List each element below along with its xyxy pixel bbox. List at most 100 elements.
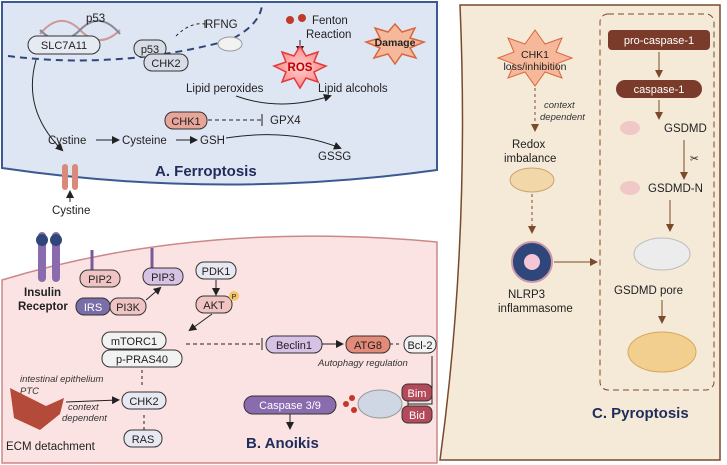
bim-label: Bim: [408, 388, 427, 400]
receptor-label: Receptor: [18, 301, 68, 313]
cysteine-label: Cysteine: [122, 135, 167, 147]
chk2-box-anoikis: [121, 391, 167, 410]
procasp-label: pro-caspase-1: [624, 35, 694, 47]
bid-label: Bid: [409, 410, 425, 422]
akt-phospho: [229, 291, 239, 301]
ptc-label: PTC: [20, 386, 39, 397]
chk2-box-ferro: [143, 53, 189, 72]
redox-label-1: Redox: [512, 139, 545, 151]
damage-label: Damage: [375, 37, 416, 49]
ferroptosis-panel: [1, 1, 438, 186]
pyro-context-2: dependent: [540, 112, 585, 123]
pip2-box: [79, 269, 121, 288]
mtorc1-label: mTORC1: [111, 336, 157, 348]
bim-box: [401, 383, 433, 402]
casp1-label: caspase-1: [634, 84, 685, 96]
intestinal-label: intestinal epithelium: [20, 374, 104, 385]
mitochondrion-anoikis: [357, 389, 403, 419]
scissors-icon: ✂: [690, 153, 699, 165]
beclin1-label: Beclin1: [276, 340, 312, 352]
gsh-label: GSH: [200, 135, 225, 147]
pdk1-label: PDK1: [202, 266, 231, 278]
akt-box: [195, 295, 233, 314]
p53-box-label: p53: [141, 44, 159, 56]
gsdmd-pore-label: GSDMD pore: [614, 285, 683, 297]
chk1-pyro-label-2: loss/inhibition: [503, 61, 566, 73]
ferroptosis-title: A. Ferroptosis: [155, 163, 257, 180]
gsdmd-pore-icon: [633, 237, 691, 271]
ecm-label: ECM detachment: [6, 441, 96, 453]
mtorc1-box: [101, 331, 167, 350]
slc7a11-box: [27, 35, 101, 55]
pras40-label: p-PRAS40: [116, 354, 168, 366]
gsdmdn-label: GSDMD-N: [648, 183, 703, 195]
cystine-transporter-left: [62, 164, 68, 190]
pras40-box: [101, 349, 183, 368]
cystine-transporter-right: [72, 164, 78, 190]
pi3k-label: PI3K: [116, 302, 141, 314]
phospho-label: P: [232, 294, 237, 301]
chk1-box-ferro: [164, 111, 208, 130]
fenton-dot-2: [298, 14, 306, 22]
gpx4-label: GPX4: [270, 115, 301, 127]
pyroptosis-cascade-frame: [599, 13, 715, 391]
nlrp3-label-2: inflammasome: [498, 303, 573, 315]
lipid-arrow: [235, 94, 332, 105]
pip3-label: PIP3: [151, 272, 175, 284]
procasp-box: [608, 30, 710, 50]
context-label-2: dependent: [62, 413, 107, 424]
rfng-inhibit-line: [175, 23, 206, 37]
bid-box: [401, 405, 433, 424]
lipid-alcohols-label: Lipid alcohols: [318, 83, 388, 95]
redox-label-2: imbalance: [504, 153, 556, 165]
nlrp3-label-1: NLRP3: [508, 289, 545, 301]
reaction-label: Reaction: [306, 29, 351, 41]
pyroptosis-title: C. Pyroptosis: [592, 405, 689, 422]
autophagy-label: Autophagy regulation: [317, 358, 408, 369]
pip2-label: PIP2: [88, 274, 112, 286]
damage-burst: [363, 22, 427, 66]
pdk1-box: [195, 261, 237, 280]
nucleus-membrane: [7, 4, 263, 62]
mitochondrion-pyro: [509, 167, 555, 193]
ruptured-cell: [627, 331, 697, 373]
chk2-anoikis-label: CHK2: [129, 396, 158, 408]
fenton-label: Fenton: [312, 15, 348, 27]
insulin-label: Insulin: [24, 287, 61, 299]
pyro-context-1: context: [544, 100, 575, 111]
ecm-cell: [10, 388, 64, 430]
gssg-label: GSSG: [318, 151, 351, 163]
casp1-box: [616, 80, 702, 98]
gsdmd-label: GSDMD: [664, 123, 707, 135]
akt-label: AKT: [203, 300, 225, 312]
ros-label: ROS: [288, 62, 313, 74]
context-label-1: context: [68, 402, 99, 413]
pi3k-box: [109, 297, 147, 316]
bcl2-label: Bcl-2: [407, 340, 432, 352]
irs-label: IRS: [84, 302, 102, 314]
pyroptosis-panel: [439, 4, 721, 461]
anoikis-title: B. Anoikis: [246, 435, 319, 452]
cystine-out-label: Cystine: [52, 205, 90, 217]
fenton-dot-1: [286, 16, 294, 24]
rfng-label: RFNG: [205, 19, 238, 31]
ros-burst: [272, 44, 328, 90]
chk1-ferro-label: CHK1: [171, 116, 200, 128]
pip3-box: [142, 267, 184, 286]
ras-box: [123, 429, 163, 448]
ras-label: RAS: [132, 434, 155, 446]
p53-top-label: p53: [86, 13, 105, 25]
atg8-label: ATG8: [354, 340, 382, 352]
caspase-label: Caspase 3/9: [259, 400, 321, 412]
chk1-pyro-label-1: CHK1: [521, 49, 549, 61]
gsdmdn-protein: [620, 181, 640, 195]
bcl2-box: [403, 335, 437, 354]
chk2-ferro-label: CHK2: [151, 58, 180, 70]
gsdmd-protein: [620, 121, 640, 135]
slc7a11-label: SLC7A11: [41, 40, 87, 52]
lipid-peroxides-label: Lipid peroxides: [186, 83, 264, 95]
rfng-pill: [217, 36, 243, 52]
chk1-burst: [496, 29, 574, 87]
